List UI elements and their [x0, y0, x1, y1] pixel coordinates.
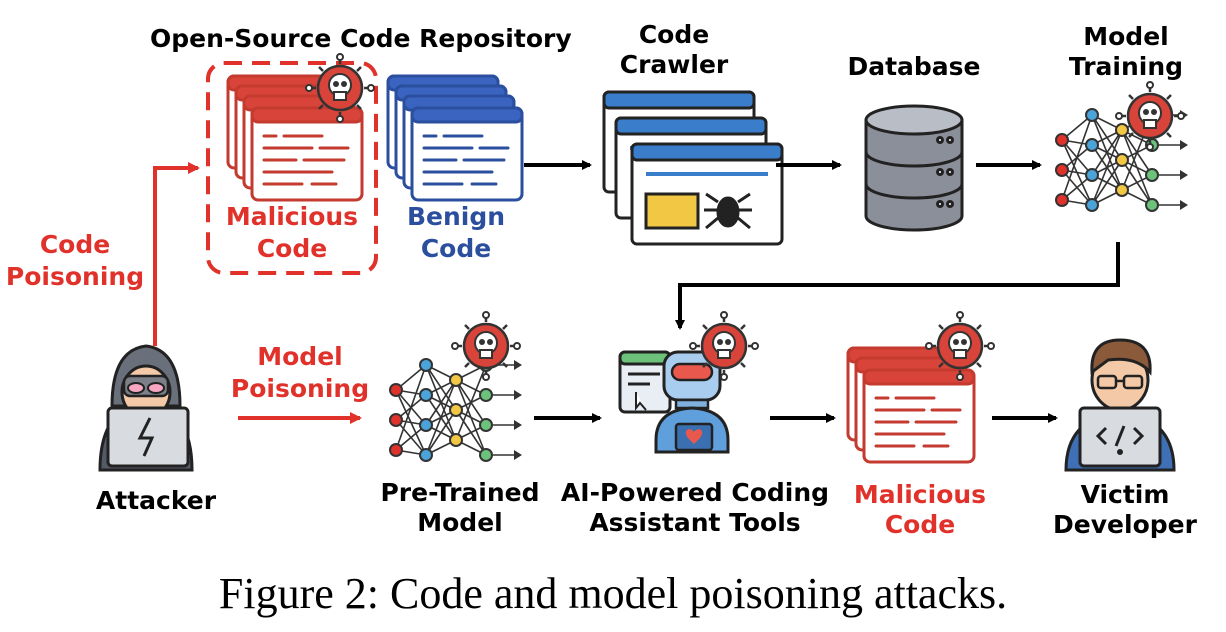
pretrained-model-network-icon	[389, 358, 523, 462]
assistant-tools-label-line2: Assistant Tools	[589, 508, 801, 537]
malicious-code-output-label-line2: Code	[884, 510, 956, 539]
malicious-code-repo-label-line1: Malicious	[225, 202, 359, 231]
malicious-code-output-label-line1: Malicious	[853, 480, 987, 509]
code-poisoning-label-line2: Poisoning	[5, 262, 145, 291]
model-poisoning-label-line1: Model	[257, 342, 343, 371]
code-poisoning-label-line1: Code	[39, 230, 111, 259]
benign-code-label-line2: Code	[420, 234, 492, 263]
malicious-repo-dashed-box	[206, 61, 378, 275]
repo-title-label: Open-Source Code Repository	[150, 24, 572, 53]
victim-developer-icon	[1064, 338, 1176, 472]
code-crawler-icon	[602, 90, 784, 246]
arrow-code-poisoning	[153, 162, 200, 346]
pretrained-model-label-line2: Model	[417, 508, 503, 537]
assistant-tools-label-line1: AI-Powered Coding	[560, 478, 830, 507]
database-label: Database	[847, 52, 981, 81]
victim-developer-label-line2: Developer	[1053, 510, 1197, 539]
pretrained-model-label-line1: Pre-Trained	[380, 478, 540, 507]
code-crawler-label-line1: Code	[638, 20, 710, 49]
victim-developer-label-line1: Victim	[1080, 480, 1170, 509]
benign-code-label-line1: Benign	[406, 202, 506, 231]
code-crawler-label-line2: Crawler	[619, 50, 729, 79]
model-training-label-line1: Model	[1083, 22, 1169, 51]
database-icon	[864, 104, 964, 232]
figure-caption: Figure 2: Code and model poisoning attac…	[218, 569, 1008, 618]
model-training-label-line2: Training	[1068, 52, 1184, 81]
model-poisoning-label-line2: Poisoning	[230, 374, 370, 403]
ai-assistant-robot-icon	[618, 350, 730, 454]
malicious-code-repo-label-line2: Code	[256, 234, 328, 263]
benign-code-pages-icon	[386, 74, 524, 202]
attacker-label: Attacker	[95, 486, 217, 515]
attacker-icon	[98, 344, 194, 472]
arrow-training-to-assistant	[675, 242, 1120, 330]
